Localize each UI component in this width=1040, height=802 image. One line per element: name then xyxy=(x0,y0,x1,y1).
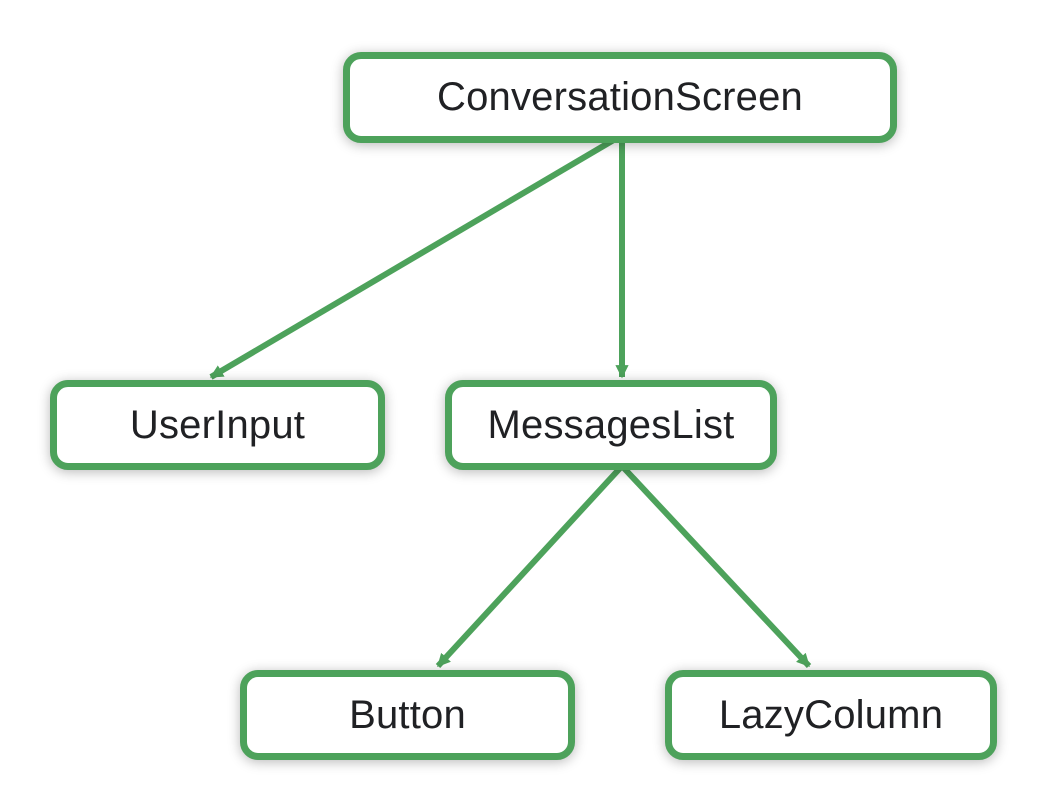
node-label: Button xyxy=(349,692,466,737)
node-label: ConversationScreen xyxy=(436,75,804,119)
node-label: UserInput xyxy=(129,402,306,447)
node-messages-list: MessagesList xyxy=(445,380,777,470)
node-conversation-screen: ConversationScreen xyxy=(343,52,897,143)
edge-messageslist-to-lazycolumn xyxy=(619,463,812,669)
node-lazy-column: LazyColumn xyxy=(665,670,997,760)
edge-messageslist-to-button xyxy=(435,463,625,669)
node-user-input: UserInput xyxy=(50,380,385,470)
node-label: LazyColumn xyxy=(718,692,944,737)
node-button: Button xyxy=(240,670,575,760)
edge-conversationscreen-to-userinput xyxy=(209,135,619,380)
node-label: MessagesList xyxy=(487,402,735,447)
